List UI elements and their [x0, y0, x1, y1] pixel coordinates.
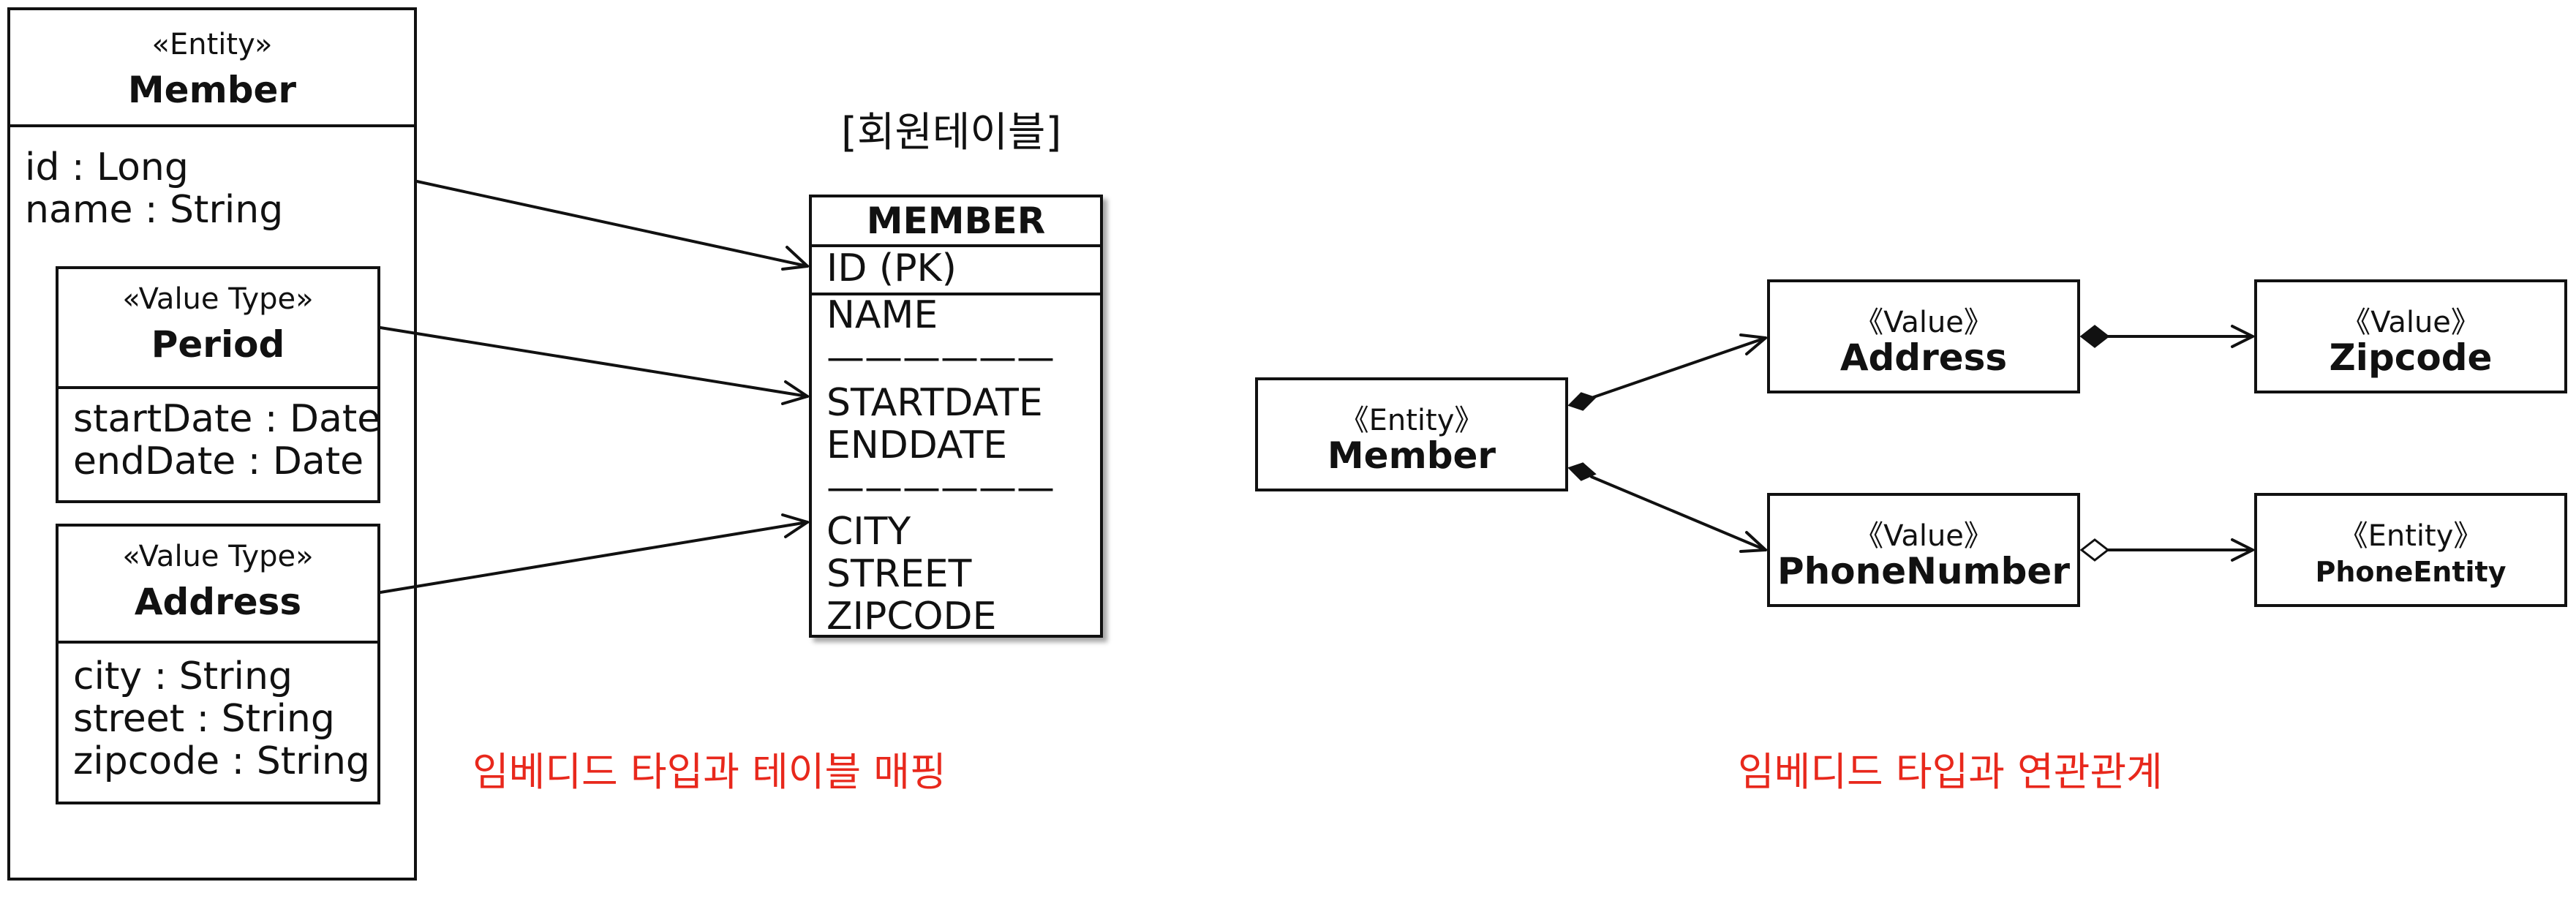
member-table-col-city: CITY	[826, 510, 911, 554]
period-attr-end: endDate : Date	[73, 440, 364, 483]
right-phonenumber-stereotype: 《Value》	[1854, 519, 1993, 553]
member-table-col-name: NAME	[826, 293, 938, 337]
mapping-arrowhead-city	[781, 513, 809, 538]
composition-diamond-member-phonenumber	[1567, 462, 1597, 481]
composition-line-member-address	[1590, 336, 1767, 399]
member-table-pk-divider	[812, 293, 1100, 295]
member-attr-name: name : String	[25, 188, 284, 232]
aggregation-diamond-phonenumber-phoneentity	[2079, 538, 2110, 562]
mapping-arrow-address-to-city	[379, 521, 809, 594]
right-phoneentity-entity: 《Entity》 PhoneEntity	[2254, 493, 2567, 607]
composition-diamond-address-zipcode	[2079, 325, 2110, 348]
mapping-arrowhead-pk	[781, 246, 809, 271]
period-name: Period	[151, 323, 285, 366]
composition-diamond-member-address	[1567, 392, 1597, 411]
right-member-stereotype: 《Entity》	[1339, 404, 1484, 437]
member-table-name: MEMBER	[866, 200, 1046, 242]
period-attr-start: startDate : Date	[73, 397, 381, 441]
right-zipcode-value: 《Value》 Zipcode	[2254, 279, 2567, 393]
right-caption: 임베디드 타입과 연관관계	[1738, 749, 2163, 795]
right-address-name: Address	[1839, 336, 2008, 379]
arrowhead-phonenumber-phoneentity	[2231, 538, 2254, 562]
left-caption: 임베디드 타입과 테이블 매핑	[472, 749, 946, 795]
period-stereotype: «Value Type»	[122, 282, 314, 316]
address-name: Address	[134, 581, 302, 623]
composition-line-member-phonenumber	[1590, 475, 1767, 551]
right-member-entity: 《Entity》 Member	[1255, 377, 1568, 491]
member-table-col-zipcode: ZIPCODE	[826, 595, 997, 638]
address-stereotype: «Value Type»	[122, 540, 314, 573]
member-entity-name: Member	[127, 69, 297, 111]
mapping-arrow-period-to-startdate	[379, 326, 809, 398]
right-phonenumber-value: 《Value》 PhoneNumber	[1767, 493, 2080, 607]
right-phonenumber-name: PhoneNumber	[1777, 550, 2070, 592]
member-table-col-startdate: STARTDATE	[826, 381, 1043, 425]
member-table: MEMBER ID (PK) NAME —————— STARTDATE END…	[809, 195, 1103, 638]
address-attr-zipcode: zipcode : String	[73, 739, 370, 783]
member-entity-divider	[10, 124, 414, 127]
mapping-arrow-member-to-pk	[415, 180, 809, 268]
table-caption: [회원테이블]	[841, 109, 1062, 157]
arrowhead-member-phonenumber	[1739, 531, 1767, 553]
mapping-arrowhead-startdate	[781, 380, 809, 405]
member-table-col-enddate: ENDDATE	[826, 423, 1008, 467]
member-table-separator-2: ——————	[826, 466, 1055, 510]
period-divider	[59, 386, 377, 389]
member-table-separator-1: ——————	[826, 336, 1055, 380]
member-table-col-street: STREET	[826, 552, 972, 596]
right-address-value: 《Value》 Address	[1767, 279, 2080, 393]
member-attr-id: id : Long	[25, 146, 189, 189]
member-entity-stereotype: «Entity»	[151, 28, 273, 61]
right-member-name: Member	[1327, 434, 1496, 477]
arrowhead-member-address	[1739, 333, 1767, 355]
right-phoneentity-name: PhoneEntity	[2315, 556, 2507, 588]
address-value-type-class: «Value Type» Address city : String stree…	[56, 524, 380, 804]
member-table-pk: ID (PK)	[826, 246, 957, 290]
right-phoneentity-stereotype: 《Entity》	[2338, 519, 2483, 553]
address-divider	[59, 641, 377, 644]
right-zipcode-name: Zipcode	[2329, 336, 2493, 379]
arrowhead-address-zipcode	[2231, 325, 2254, 348]
address-attr-street: street : String	[73, 697, 335, 741]
right-address-stereotype: 《Value》	[1854, 306, 1993, 339]
member-table-header-divider	[812, 244, 1100, 247]
period-value-type-class: «Value Type» Period startDate : Date end…	[56, 266, 380, 503]
address-attr-city: city : String	[73, 655, 293, 698]
right-zipcode-stereotype: 《Value》	[2341, 306, 2480, 339]
